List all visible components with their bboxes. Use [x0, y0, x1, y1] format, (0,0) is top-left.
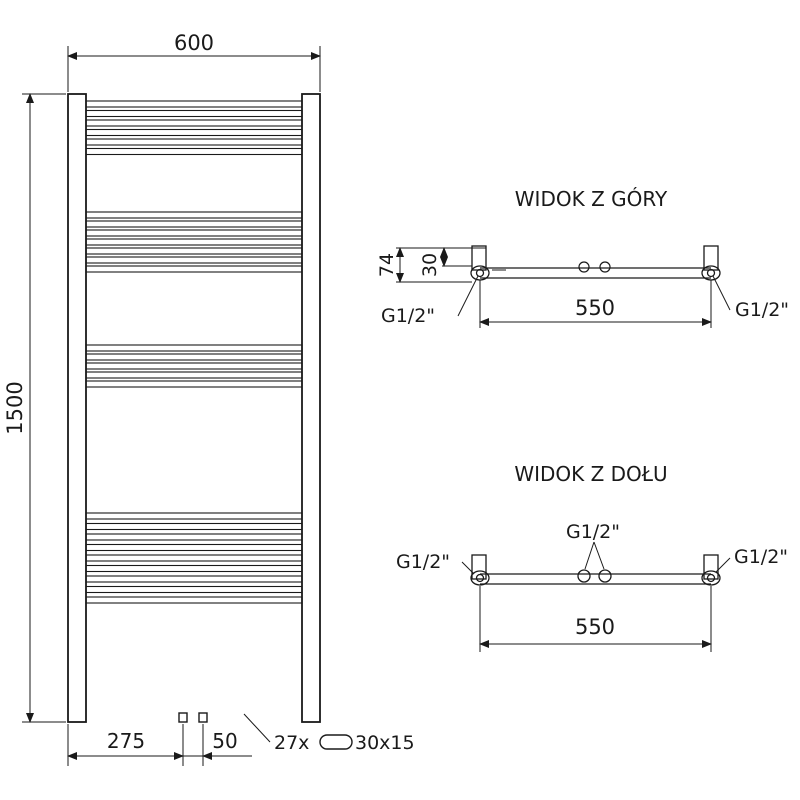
- right-post: [301, 93, 321, 723]
- inlet-spacing-label: 50: [212, 729, 237, 753]
- height-dimension: 1500: [3, 93, 66, 723]
- tube-count-label: 27x: [274, 732, 309, 754]
- offset-label: 30: [419, 253, 441, 277]
- width-dimension: 600: [67, 31, 321, 92]
- inlet-dimensions: 275 50: [67, 724, 252, 766]
- tube-18: [85, 380, 303, 388]
- tube-19: [85, 512, 303, 520]
- tube-12: [85, 256, 303, 264]
- bottom-spacing-label: 550: [575, 615, 615, 639]
- tube-4: [85, 128, 303, 137]
- tube-21: [85, 533, 303, 541]
- tube-26: [85, 585, 303, 594]
- tube-11: [85, 247, 303, 255]
- depth-label: 74: [376, 253, 398, 277]
- tube-25: [85, 575, 303, 583]
- tube-15: [85, 353, 303, 361]
- tube-5: [85, 138, 303, 146]
- front-view: 600 1500 275 50 27x 30x15: [3, 31, 415, 766]
- pipe-inlets: [178, 712, 208, 723]
- bottom-thread-center: G1/2": [566, 521, 620, 543]
- tube-16: [85, 362, 303, 370]
- tube-10: [85, 238, 303, 246]
- top-view-title: WIDOK Z GÓRY: [515, 187, 668, 211]
- oval-tube-icon: [319, 734, 353, 750]
- tube-17: [85, 371, 303, 379]
- top-thread-right: G1/2": [735, 299, 789, 321]
- top-thread-left: G1/2": [381, 305, 435, 327]
- bottom-thread-left: G1/2": [396, 551, 450, 573]
- tube-size-label: 30x15: [355, 732, 415, 754]
- tube-14: [85, 344, 303, 352]
- left-post: [67, 93, 87, 723]
- tube-1: [85, 100, 303, 108]
- bottom-view-title: WIDOK Z DOŁU: [514, 462, 667, 486]
- tube-9: [85, 229, 303, 237]
- bottom-view: WIDOK Z DOŁU 550 G1/2" G1/2" G1/2": [396, 462, 788, 652]
- tube-13: [85, 265, 303, 273]
- top-spacing-label: 550: [575, 296, 615, 320]
- tube-7: [85, 211, 303, 219]
- tube-8: [85, 220, 303, 228]
- tube-6: [85, 147, 303, 156]
- tube-23: [85, 554, 303, 562]
- tube-spec-callout: 27x 30x15: [243, 713, 415, 754]
- width-label: 600: [174, 31, 214, 55]
- tube-2: [85, 109, 303, 118]
- inlet-offset-label: 275: [107, 729, 145, 753]
- bottom-thread-right: G1/2": [734, 546, 788, 568]
- tube-24: [85, 564, 303, 573]
- tube-3: [85, 119, 303, 127]
- tube-22: [85, 543, 303, 552]
- tube-group: [85, 100, 303, 604]
- tube-27: [85, 596, 303, 604]
- top-view: WIDOK Z GÓRY 74 30 550 G1/2" G1/2": [376, 187, 789, 328]
- tube-20: [85, 522, 303, 531]
- height-label: 1500: [3, 381, 27, 434]
